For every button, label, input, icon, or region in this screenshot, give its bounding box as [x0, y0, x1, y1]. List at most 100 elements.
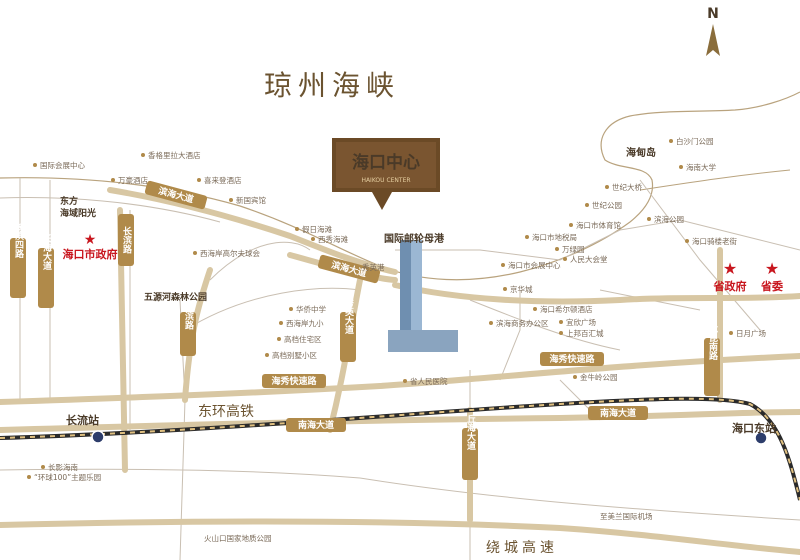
logo-en: HAIKOU CENTER — [361, 177, 410, 184]
poi-marker[interactable]: 宜欣广场 — [559, 317, 596, 327]
poi-dot-icon — [279, 321, 283, 325]
poi-dot-icon — [501, 263, 505, 267]
poi-label: 高档住宅区 — [284, 334, 322, 344]
poi-dot-icon — [289, 307, 293, 311]
poi-dot-icon — [559, 331, 563, 335]
svg-text:省委: 省委 — [760, 279, 784, 293]
poi-dot-icon — [33, 163, 37, 167]
poi-dot-icon — [197, 178, 201, 182]
poi-marker[interactable]: 上邦百汇城 — [559, 328, 604, 338]
poi-marker[interactable]: 滨海商务办公区 — [489, 318, 549, 328]
poi-label: 白沙门公园 — [676, 136, 714, 146]
label-raocheng: 绕城高速 — [486, 539, 558, 556]
poi-dot-icon — [679, 165, 683, 169]
poi-marker[interactable]: 海口市体育馆 — [569, 220, 621, 230]
poi-marker[interactable]: 万豪酒店 — [111, 175, 148, 185]
gov-province[interactable]: ★ 省政府 — [713, 259, 747, 293]
poi-marker[interactable]: 世纪大桥 — [605, 182, 642, 192]
poi-marker[interactable]: 高档别墅小区 — [265, 350, 317, 360]
poi-marker[interactable]: “环球100”主题乐园 — [27, 472, 101, 482]
label-airport: 至美兰国际机场 — [600, 511, 653, 521]
poi-dot-icon — [525, 235, 529, 239]
poi-marker[interactable]: 国际会展中心 — [33, 160, 85, 170]
poi-dot-icon — [729, 331, 733, 335]
poi-label: 新国宾馆 — [236, 195, 266, 205]
poi-dot-icon — [533, 307, 537, 311]
road-badge-changbin-west: 长滨路 — [180, 301, 196, 356]
poi-marker[interactable]: 省人民医院 — [403, 376, 448, 386]
poi-marker[interactable]: 金牛岭公园 — [573, 372, 618, 382]
poi-label: 海口希尔顿酒店 — [540, 304, 593, 314]
sea-name: 琼州海峡 — [264, 69, 400, 102]
poi-marker[interactable]: 万绿园 — [555, 245, 585, 254]
label-changliu: 长流站 — [66, 413, 99, 427]
poi-marker[interactable]: 西海岸高尔夫球会 — [193, 248, 260, 258]
svg-text:长滨路: 长滨路 — [121, 225, 132, 254]
poi-marker[interactable]: 白沙门公园 — [669, 136, 714, 146]
svg-text:秀英大道: 秀英大道 — [343, 297, 355, 335]
poi-dot-icon — [605, 185, 609, 189]
poi-marker[interactable]: 香格里拉大酒店 — [141, 150, 201, 160]
poi-label: 海南大学 — [686, 162, 716, 172]
poi-label: 省人民医院 — [410, 376, 448, 386]
poi-dot-icon — [403, 379, 407, 383]
poi-marker[interactable]: 海南大学 — [679, 162, 716, 172]
poi-marker[interactable]: 华侨中学 — [289, 304, 326, 314]
poi-marker[interactable]: 假日海滩 — [295, 224, 332, 234]
poi-marker[interactable]: 海口市会展中心 — [501, 260, 561, 270]
poi-dot-icon — [555, 247, 559, 251]
svg-text:龙昆南路: 龙昆南路 — [707, 323, 719, 361]
poi-label: 华侨中学 — [296, 304, 326, 314]
poi-marker[interactable]: 滨海公园 — [647, 214, 684, 224]
poi-dot-icon — [559, 320, 563, 324]
poi-label: 世纪大桥 — [612, 182, 642, 192]
poi-marker[interactable]: 人民大会堂 — [563, 254, 608, 264]
star-icon: ★ — [84, 232, 97, 248]
poi-marker[interactable]: 高档住宅区 — [277, 334, 322, 344]
road-badge-nanhai-e: 南海大道 — [588, 406, 648, 420]
gov-city[interactable]: ★ 海口市政府 — [63, 232, 118, 261]
poi-dot-icon — [41, 465, 45, 469]
label-volcano: 火山口国家地质公园 — [204, 533, 272, 543]
poi-label: 海口市会展中心 — [508, 260, 561, 270]
poi-dot-icon — [585, 203, 589, 207]
poi-marker[interactable]: 西海岸九小 — [279, 318, 324, 328]
poi-marker[interactable]: 西秀海滩 — [311, 234, 348, 244]
poi-marker[interactable]: 京华城 — [503, 284, 533, 294]
svg-text:长海大道: 长海大道 — [41, 233, 52, 271]
poi-label: 西秀海滩 — [318, 234, 348, 244]
poi-marker[interactable]: 日月广场 — [729, 328, 766, 338]
station-changliu[interactable] — [91, 430, 105, 444]
poi-label: 滨海公园 — [654, 214, 684, 224]
poi-marker[interactable]: 新国宾馆 — [229, 195, 266, 205]
road-badge-nanhai-w: 南海大道 — [286, 418, 346, 432]
road-badge-haixiu-e: 海秀快速路 — [540, 352, 604, 366]
poi-marker[interactable]: 世纪公园 — [585, 200, 622, 210]
road-badge-longkun: 龙昆南路 — [704, 323, 720, 396]
poi-marker[interactable]: 海口骑楼老街 — [685, 236, 737, 246]
poi-label: 喜来登酒店 — [204, 175, 242, 185]
poi-label: 海口市体育馆 — [576, 220, 621, 230]
poi-label: 西海岸九小 — [286, 318, 324, 328]
compass-arrow-icon — [706, 24, 720, 56]
star-icon: ★ — [723, 259, 737, 278]
poi-dot-icon — [569, 223, 573, 227]
poi-marker[interactable]: 海口希尔顿酒店 — [533, 304, 593, 314]
haikou-center-tower — [388, 240, 458, 352]
poi-label: 日月广场 — [736, 328, 766, 338]
railway-dash — [0, 397, 800, 501]
poi-marker[interactable]: 长影海南 — [41, 462, 78, 472]
poi-marker[interactable]: 海口市地税局 — [525, 232, 577, 242]
road-badge-haixiu-w: 海秀快速路 — [262, 374, 326, 388]
poi-marker[interactable]: 喜来登酒店 — [197, 175, 242, 185]
gov-committee[interactable]: ★ 省委 — [760, 259, 784, 293]
poi-marker[interactable]: 秀英港 — [355, 262, 385, 272]
haikou-center-logo: 海口中心 HAIKOU CENTER — [332, 138, 440, 210]
svg-text:省政府: 省政府 — [713, 279, 747, 293]
poi-label: 世纪公园 — [592, 200, 622, 210]
poi-label: 宜欣广场 — [566, 317, 596, 327]
station-haikou-east[interactable] — [754, 431, 768, 445]
label-donghuan: 东环高铁 — [198, 403, 254, 420]
